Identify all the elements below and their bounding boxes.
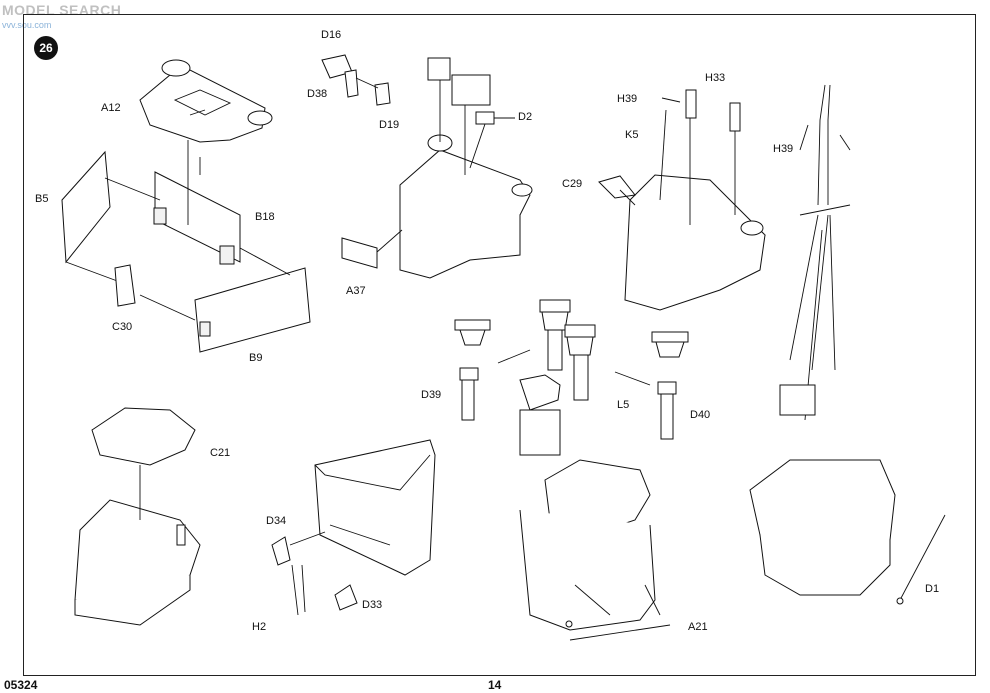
- bridge-block-c21: [74, 407, 201, 626]
- step-number-badge: 26: [34, 36, 58, 60]
- bridge-block-triangular: [271, 439, 436, 616]
- callout-d40: D40: [690, 409, 711, 421]
- mast-assembly: [749, 84, 946, 605]
- kit-number: 05324: [4, 678, 38, 692]
- callout-h33: H33: [705, 72, 726, 84]
- callout-b9: B9: [249, 352, 263, 364]
- bridge-block-top: [399, 57, 533, 279]
- watermark-url: vvv.sou.com: [2, 20, 52, 30]
- callout-b18: B18: [255, 211, 275, 223]
- callout-a12: A12: [101, 102, 121, 114]
- callout-c29: C29: [562, 178, 583, 190]
- callout-d34: D34: [266, 515, 287, 527]
- director-center: [497, 299, 651, 401]
- callout-a21: A21: [688, 621, 708, 633]
- callout-d19: D19: [379, 119, 400, 131]
- part-b9: [139, 247, 311, 353]
- superstructure-main: [519, 374, 671, 641]
- part-c30: [114, 264, 136, 307]
- callout-h2: H2: [252, 621, 267, 633]
- part-b18: [153, 140, 241, 265]
- bridge-block-right: [598, 89, 766, 311]
- callout-a37: A37: [346, 285, 366, 297]
- callout-d38: D38: [307, 88, 328, 100]
- callout-d33: D33: [362, 599, 383, 611]
- part-a37: [341, 229, 403, 269]
- part-a12: [139, 59, 273, 143]
- part-b5: [61, 150, 161, 283]
- page-frame: [23, 14, 976, 676]
- callout-d2: D2: [518, 111, 533, 123]
- page-number: 14: [488, 678, 502, 692]
- callout-h39-right: H39: [773, 143, 794, 155]
- callout-c30: C30: [112, 321, 133, 333]
- callout-l5: L5: [617, 399, 630, 411]
- callout-b5: B5: [35, 193, 49, 205]
- director-d39: [454, 319, 491, 421]
- callout-k5: K5: [625, 129, 639, 141]
- callout-d39: D39: [421, 389, 442, 401]
- callout-h39-left: H39: [617, 93, 638, 105]
- callout-d16: D16: [321, 29, 342, 41]
- part-d16-bracket: [321, 54, 391, 106]
- callout-c21: C21: [210, 447, 231, 459]
- director-d40: [651, 331, 689, 440]
- callout-d1: D1: [925, 583, 940, 595]
